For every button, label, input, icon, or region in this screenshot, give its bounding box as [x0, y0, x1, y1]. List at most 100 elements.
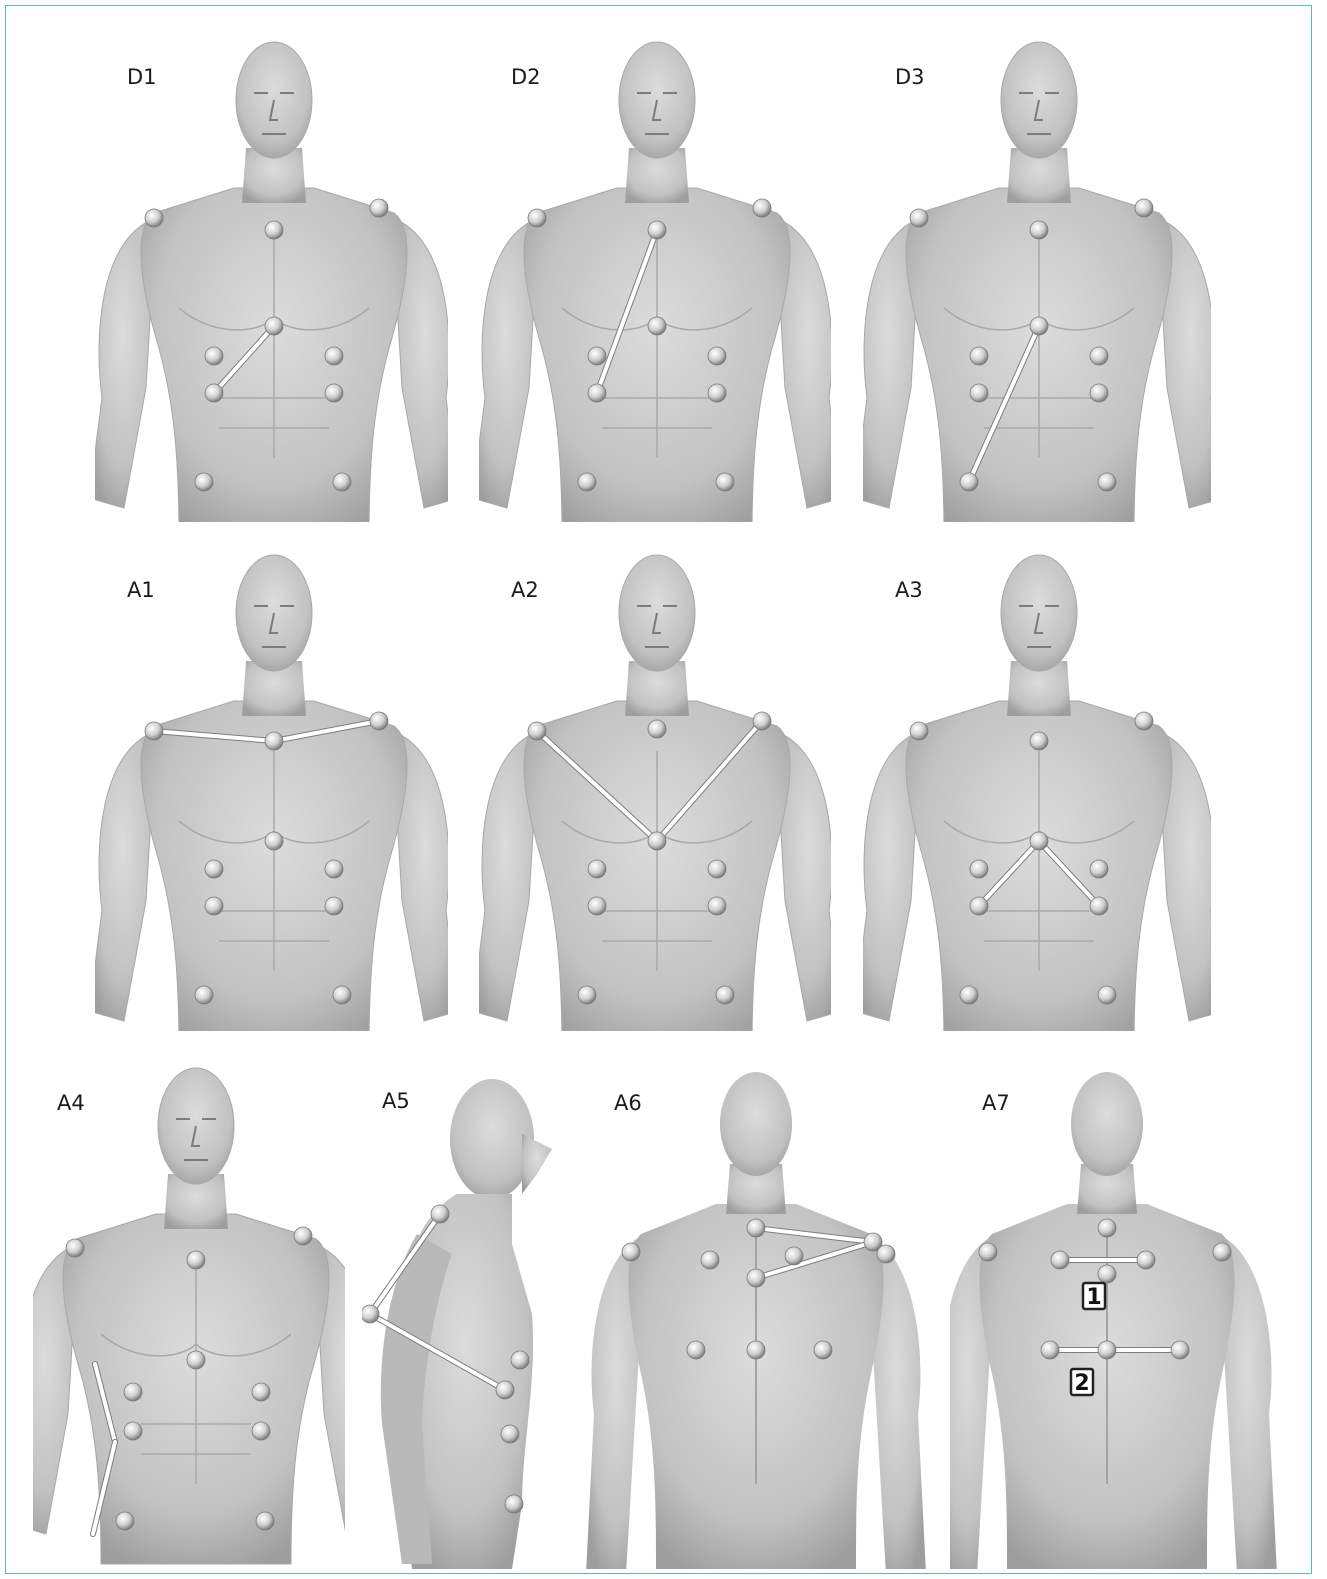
marker-sphere	[708, 897, 726, 915]
marker-sphere	[265, 732, 283, 750]
marker-sphere	[1051, 1251, 1069, 1269]
marker-sphere	[648, 221, 666, 239]
marker-sphere	[588, 897, 606, 915]
marker-sphere	[578, 473, 596, 491]
marker-sphere	[370, 199, 388, 217]
marker-sphere	[265, 221, 283, 239]
marker-sphere	[708, 347, 726, 365]
marker-sphere	[252, 1383, 270, 1401]
body-figure-a2	[479, 551, 831, 1031]
marker-sphere	[1041, 1341, 1059, 1359]
marker-sphere	[145, 722, 163, 740]
marker-sphere	[622, 1243, 640, 1261]
marker-sphere	[588, 384, 606, 402]
face-profile	[522, 1134, 552, 1194]
body-figure-a6	[586, 1064, 926, 1569]
marker-sphere	[578, 986, 596, 1004]
marker-sphere	[970, 860, 988, 878]
marker-sphere	[145, 209, 163, 227]
marker-sphere	[877, 1245, 895, 1263]
marker-sphere	[528, 209, 546, 227]
panel-d1: D1	[95, 38, 448, 522]
marker-sphere	[116, 1512, 134, 1530]
marker-sphere	[1135, 712, 1153, 730]
torso-silhouette	[863, 555, 1211, 1031]
marker-sphere	[1090, 347, 1108, 365]
marker-sphere	[753, 199, 771, 217]
marker-sphere	[1090, 384, 1108, 402]
head-back	[1071, 1072, 1143, 1176]
body-figure-a3	[863, 551, 1211, 1031]
marker-sphere	[325, 384, 343, 402]
marker-sphere	[1098, 1341, 1116, 1359]
panel-a2: A2	[479, 551, 831, 1031]
marker-sphere	[505, 1495, 523, 1513]
panel-d3: D3	[863, 38, 1211, 522]
marker-sphere	[511, 1351, 529, 1369]
panel-a5: A5	[362, 1064, 564, 1569]
body-figure-a4	[33, 1064, 345, 1569]
panel-a3: A3	[863, 551, 1211, 1031]
marker-sphere	[747, 1219, 765, 1237]
marker-sphere	[362, 1305, 379, 1323]
panel-label-a3: A3	[893, 577, 929, 603]
torso-silhouette	[95, 42, 448, 522]
head-side	[450, 1079, 534, 1199]
marker-sphere	[1098, 1219, 1116, 1237]
body-figure-d2	[479, 38, 831, 522]
marker-sphere	[1137, 1251, 1155, 1269]
marker-sphere	[648, 720, 666, 738]
marker-sphere	[716, 473, 734, 491]
side-silhouette	[381, 1079, 552, 1569]
marker-sphere	[195, 473, 213, 491]
marker-sphere	[1098, 986, 1116, 1004]
marker-sphere	[1030, 732, 1048, 750]
marker-sphere	[325, 347, 343, 365]
body-figure-a5	[362, 1064, 564, 1569]
body-figure-a7: 12	[950, 1064, 1282, 1569]
marker-sphere	[708, 860, 726, 878]
marker-sphere	[648, 317, 666, 335]
marker-sphere	[431, 1205, 449, 1223]
marker-sphere	[124, 1383, 142, 1401]
marker-sphere	[1135, 199, 1153, 217]
marker-sphere	[716, 986, 734, 1004]
marker-sphere	[370, 712, 388, 730]
marker-sphere	[708, 384, 726, 402]
marker-sphere	[325, 860, 343, 878]
head-back	[720, 1072, 792, 1176]
marker-sphere	[588, 347, 606, 365]
marker-sphere	[1090, 860, 1108, 878]
marker-sphere	[252, 1422, 270, 1440]
marker-sphere	[687, 1341, 705, 1359]
torso-silhouette	[479, 555, 831, 1031]
marker-sphere	[970, 897, 988, 915]
torso-silhouette	[479, 42, 831, 522]
panel-label-a6: A6	[612, 1090, 648, 1116]
marker-sphere	[265, 832, 283, 850]
panel-label-a4: A4	[55, 1090, 91, 1116]
marker-sphere	[1030, 832, 1048, 850]
marker-sphere	[747, 1269, 765, 1287]
torso-silhouette	[863, 42, 1211, 522]
panel-label-a5: A5	[362, 1064, 436, 1124]
marker-sphere	[528, 722, 546, 740]
panel-label-a2: A2	[509, 577, 545, 603]
marker-sphere	[1213, 1243, 1231, 1261]
marker-sphere	[205, 384, 223, 402]
marker-sphere	[294, 1227, 312, 1245]
marker-sphere	[960, 473, 978, 491]
body-figure-d3	[863, 38, 1211, 522]
marker-sphere	[701, 1251, 719, 1269]
marker-sphere	[1171, 1341, 1189, 1359]
marker-sphere	[648, 832, 666, 850]
marker-sphere	[256, 1512, 274, 1530]
line-number-label: 2	[1074, 1371, 1089, 1396]
marker-sphere	[1090, 897, 1108, 915]
marker-sphere	[1098, 1265, 1116, 1283]
marker-sphere	[910, 722, 928, 740]
marker-sphere	[124, 1422, 142, 1440]
marker-sphere	[205, 897, 223, 915]
panel-a6: A6	[586, 1064, 926, 1569]
body-figure-d1	[95, 38, 448, 522]
